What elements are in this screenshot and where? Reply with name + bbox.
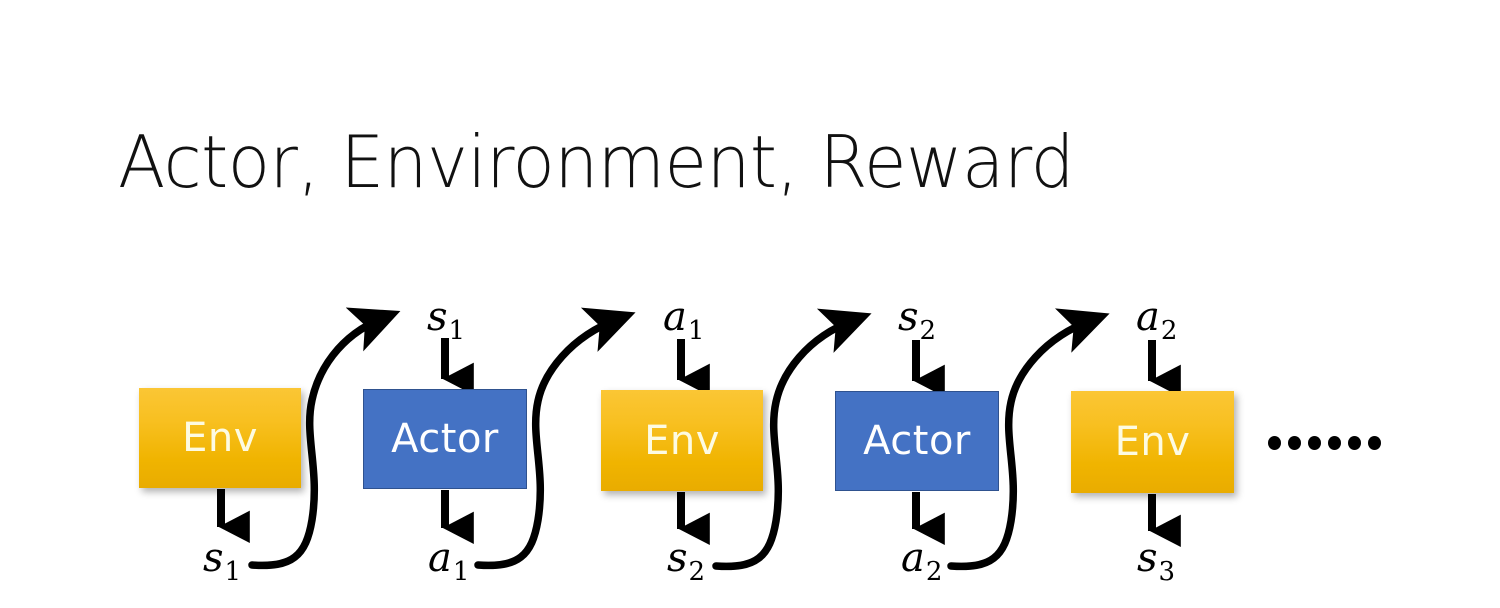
node-env-2[interactable]: Env bbox=[601, 390, 763, 491]
label-action-a1-top: a1 bbox=[663, 294, 704, 346]
label-action-a2-top: a2 bbox=[1136, 294, 1177, 346]
label-state-s3-bottom-symbol: s bbox=[1137, 535, 1158, 581]
node-env-1-label: Env bbox=[182, 415, 258, 461]
node-actor-1[interactable]: Actor bbox=[363, 389, 527, 489]
label-state-s2-top: s2 bbox=[898, 294, 936, 346]
label-state-s1-top: s1 bbox=[427, 294, 465, 346]
label-action-a2-top-subscript: 2 bbox=[1160, 316, 1178, 346]
label-state-s2-top-subscript: 2 bbox=[919, 316, 937, 346]
node-actor-1-label: Actor bbox=[391, 416, 499, 462]
label-action-a1-bottom: a1 bbox=[428, 535, 469, 587]
label-state-s1-bottom-subscript: 1 bbox=[224, 557, 242, 587]
node-actor-2-label: Actor bbox=[863, 418, 971, 464]
label-state-s3-bottom-subscript: 3 bbox=[1158, 557, 1176, 587]
ellipsis-dot bbox=[1368, 436, 1381, 450]
label-action-a1-top-symbol: a bbox=[663, 294, 687, 340]
label-action-a1-bottom-subscript: 1 bbox=[452, 557, 470, 587]
label-action-a1-top-subscript: 1 bbox=[687, 316, 705, 346]
ellipsis-dot bbox=[1308, 436, 1321, 450]
ellipsis-dot bbox=[1328, 436, 1341, 450]
ellipsis-dot bbox=[1268, 436, 1281, 450]
node-env-3[interactable]: Env bbox=[1071, 391, 1234, 493]
label-state-s1-top-subscript: 1 bbox=[448, 316, 466, 346]
ellipsis-continuation bbox=[1268, 436, 1381, 450]
label-state-s3-bottom: s3 bbox=[1137, 535, 1175, 587]
label-state-s2-bottom-subscript: 2 bbox=[688, 557, 706, 587]
label-state-s1-bottom-symbol: s bbox=[203, 535, 224, 581]
node-env-3-label: Env bbox=[1114, 419, 1191, 465]
label-state-s2-bottom-symbol: s bbox=[667, 535, 688, 581]
label-state-s2-bottom: s2 bbox=[667, 535, 705, 587]
label-action-a2-bottom-subscript: 2 bbox=[925, 557, 943, 587]
label-state-s2-top-symbol: s bbox=[898, 294, 919, 340]
ellipsis-dot bbox=[1288, 436, 1301, 450]
label-state-s1-top-symbol: s bbox=[427, 294, 448, 340]
label-action-a2-bottom: a2 bbox=[901, 535, 942, 587]
node-actor-2[interactable]: Actor bbox=[835, 391, 999, 491]
page-title: Actor, Environment, Reward bbox=[118, 120, 1075, 204]
label-state-s1-bottom: s1 bbox=[203, 535, 241, 587]
label-action-a1-bottom-symbol: a bbox=[428, 535, 452, 581]
label-action-a2-bottom-symbol: a bbox=[901, 535, 925, 581]
ellipsis-dot bbox=[1348, 436, 1361, 450]
node-env-1[interactable]: Env bbox=[139, 388, 301, 488]
label-action-a2-top-symbol: a bbox=[1136, 294, 1160, 340]
node-env-2-label: Env bbox=[644, 417, 720, 464]
